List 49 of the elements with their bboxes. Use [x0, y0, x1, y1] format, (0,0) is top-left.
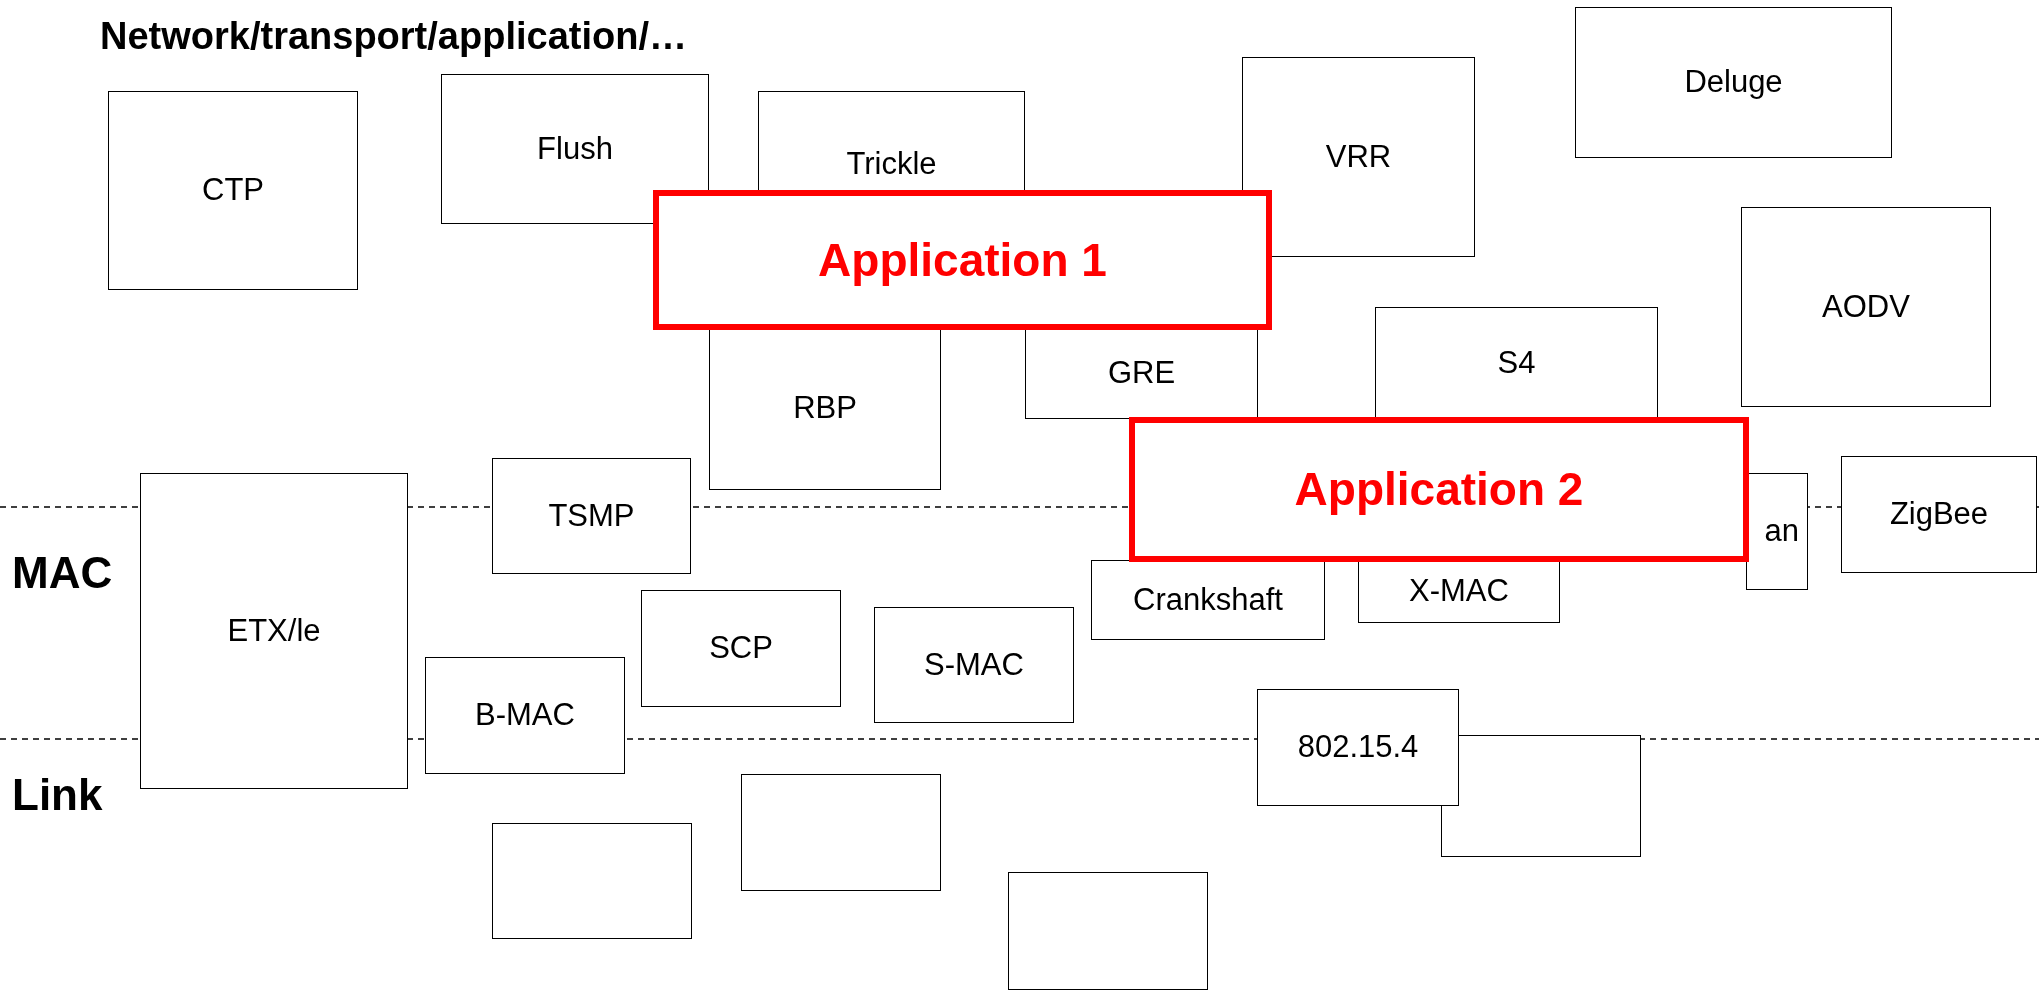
highlight-box	[653, 190, 1272, 330]
empty-box	[492, 823, 692, 939]
protocol-box	[1575, 7, 1892, 158]
protocol-box	[492, 458, 691, 574]
highlight-box	[1129, 417, 1749, 562]
protocol-box	[1741, 207, 1991, 407]
protocol-box	[108, 91, 358, 290]
application-label: Application 2	[1294, 462, 1584, 517]
protocol-box	[709, 327, 941, 490]
protocol-label: Deluge	[1684, 63, 1783, 102]
protocol-label: ZigBee	[1889, 495, 1989, 534]
protocol-label: GRE	[1107, 353, 1176, 392]
layer-label: MAC	[12, 547, 113, 599]
protocol-box	[1257, 689, 1459, 806]
protocol-label: an	[1764, 512, 1799, 551]
protocol-box	[441, 74, 709, 224]
protocol-label: S-MAC	[924, 645, 1024, 684]
protocol-box	[1746, 473, 1808, 590]
protocol-label: Trickle	[846, 144, 937, 183]
protocol-label: S4	[1497, 343, 1536, 382]
protocol-label: X-MAC	[1409, 572, 1509, 611]
protocol-box	[874, 607, 1074, 723]
layer-label: Link	[12, 769, 103, 821]
protocol-label: Crankshaft	[1133, 580, 1283, 619]
layer-heading: Network/transport/application/…	[100, 14, 687, 59]
protocol-box	[1358, 560, 1560, 623]
protocol-label: Flush	[537, 129, 613, 168]
protocol-box	[1091, 560, 1325, 640]
protocol-box	[641, 590, 841, 707]
protocol-box	[140, 473, 408, 789]
protocol-box	[1841, 456, 2037, 573]
protocol-box	[425, 657, 625, 774]
protocol-label: 802.15.4	[1297, 728, 1419, 767]
empty-box	[1441, 735, 1641, 857]
empty-box	[741, 774, 941, 891]
protocol-label: VRR	[1325, 137, 1392, 176]
protocol-box	[1375, 307, 1658, 419]
empty-box	[1008, 872, 1208, 990]
protocol-label: ETX/le	[227, 611, 321, 650]
protocol-label: CTP	[202, 171, 264, 210]
protocol-box	[1025, 327, 1258, 419]
protocol-label: B-MAC	[475, 696, 575, 735]
protocol-label: TSMP	[548, 496, 635, 535]
protocol-label: SCP	[709, 629, 773, 668]
protocol-box	[758, 91, 1025, 192]
application-label: Application 1	[818, 232, 1107, 288]
protocol-label: RBP	[793, 389, 857, 428]
protocol-label: AODV	[1822, 287, 1910, 326]
protocol-box	[1242, 57, 1475, 257]
